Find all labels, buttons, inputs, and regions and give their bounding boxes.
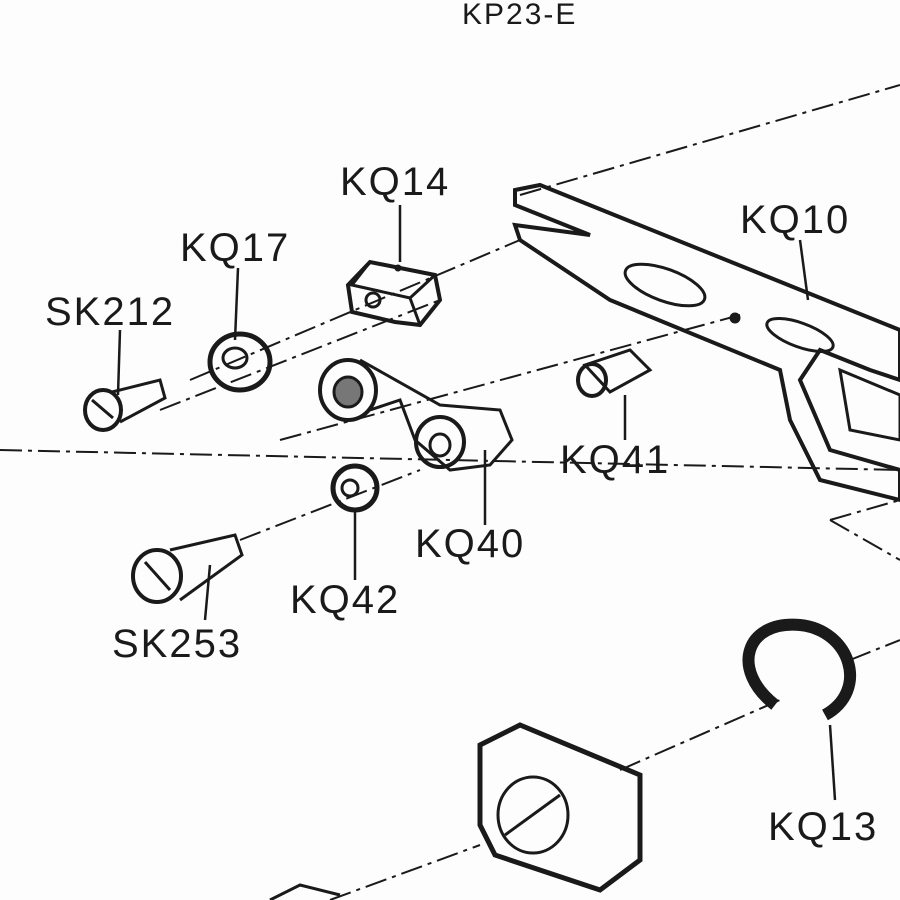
label-kq13: KQ13 xyxy=(768,805,879,849)
lower-block xyxy=(269,722,643,900)
kq41-pin xyxy=(576,348,653,398)
label-kq10: KQ10 xyxy=(740,198,851,242)
label-kq42: KQ42 xyxy=(290,578,401,622)
label-kq17: KQ17 xyxy=(180,226,291,270)
sk212-screw xyxy=(83,378,167,432)
kq40-link xyxy=(318,358,514,472)
label-kq40: KQ40 xyxy=(415,522,526,566)
label-sk212: SK212 xyxy=(45,290,176,334)
sk253-screw xyxy=(131,533,244,604)
kq13-snap-ring xyxy=(742,618,857,721)
kq42-washer xyxy=(330,463,380,513)
diagram-title: KP23-E xyxy=(462,0,578,31)
kq10-lever-arm xyxy=(512,182,900,503)
kq14-block xyxy=(345,259,443,328)
label-kq41: KQ41 xyxy=(560,438,671,482)
label-kq14: KQ14 xyxy=(340,160,451,204)
kq17-washer xyxy=(207,331,273,393)
leader-lines xyxy=(116,205,837,801)
label-sk253: SK253 xyxy=(112,622,243,666)
